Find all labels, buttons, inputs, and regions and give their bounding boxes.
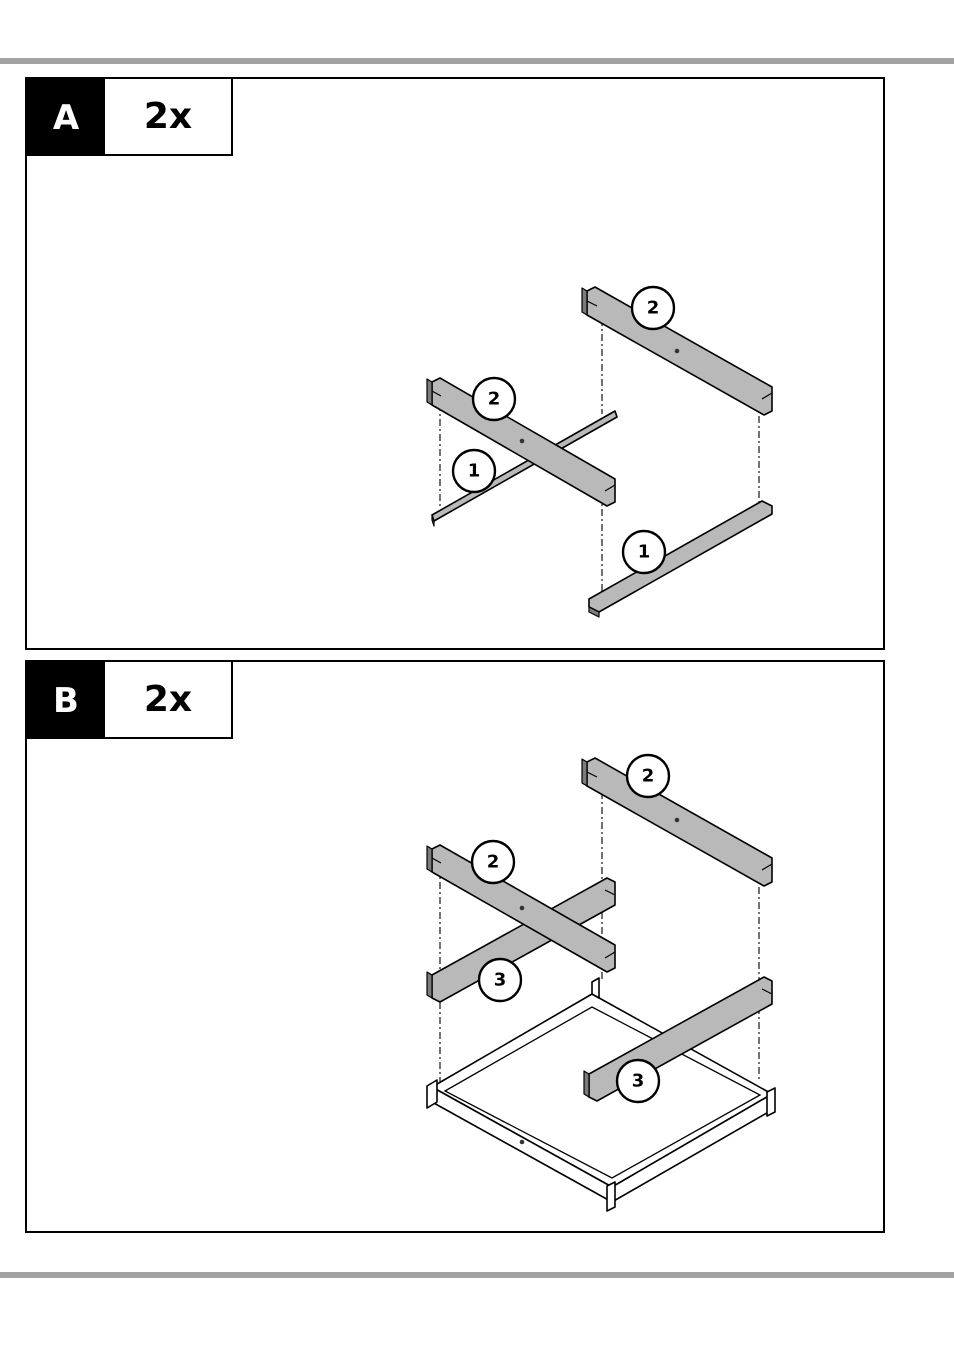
step-a-panel: A 2x [25,77,885,650]
callout-2-rear: 2 [627,755,669,797]
svg-text:1: 1 [468,461,481,482]
svg-text:1: 1 [638,542,651,563]
step-b-panel: B 2x [25,660,885,1233]
beam-2-front [427,378,615,506]
callout-2-front: 2 [472,841,514,883]
bottom-rule [0,1272,954,1278]
callout-3-front: 3 [617,1060,659,1102]
beam-1-front [589,501,772,617]
callout-2-rear: 2 [632,287,674,329]
step-b-illustration: 2 2 3 3 [27,662,883,1231]
svg-text:2: 2 [642,766,655,787]
top-rule [0,58,954,64]
svg-text:3: 3 [494,970,507,991]
callout-1-rear: 1 [453,450,495,492]
svg-text:2: 2 [487,852,500,873]
callout-1-front: 1 [623,531,665,573]
beam-2-rear [582,758,772,886]
svg-text:2: 2 [488,389,501,410]
svg-text:3: 3 [632,1071,645,1092]
svg-text:2: 2 [647,298,660,319]
beam-2-rear [582,287,772,415]
step-a-illustration: 2 2 1 1 [27,79,883,648]
callout-2-front: 2 [473,378,515,420]
callout-3-rear: 3 [479,959,521,1001]
